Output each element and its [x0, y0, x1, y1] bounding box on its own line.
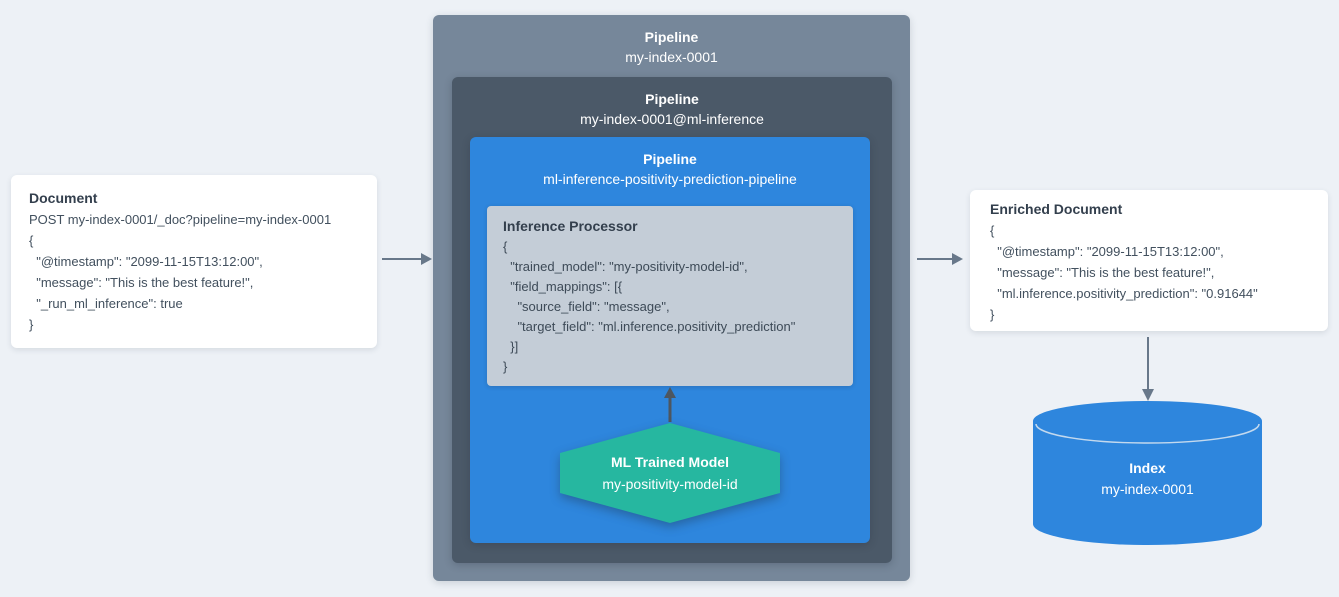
enriched-document-code: { "@timestamp": "2099-11-15T13:12:00", "… [990, 220, 1308, 325]
code-line: "target_field": "ml.inference.positivity… [503, 319, 796, 334]
code-line: } [29, 317, 34, 332]
code-line: "@timestamp": "2099-11-15T13:12:00", [990, 244, 1224, 259]
ml-trained-model-title: ML Trained Model [611, 454, 729, 470]
enriched-document-card: Enriched Document { "@timestamp": "2099-… [970, 190, 1328, 331]
pipeline-positivity-title: Pipeline [643, 151, 697, 167]
code-line: "_run_ml_inference": true [29, 296, 183, 311]
code-line: "@timestamp": "2099-11-15T13:12:00", [29, 254, 263, 269]
code-line: "trained_model": "my-positivity-model-id… [503, 259, 748, 274]
arrow-right-icon [382, 253, 432, 265]
database-cylinder-icon [1033, 401, 1262, 545]
ml-trained-model-hexagon: ML Trained Model my-positivity-model-id [560, 423, 780, 523]
code-line: "source_field": "message", [503, 299, 670, 314]
pipeline-positivity-header: Pipeline ml-inference-positivity-predict… [470, 137, 870, 189]
inference-processor-box: Inference Processor { "trained_model": "… [487, 206, 853, 386]
document-card-code: POST my-index-0001/_doc?pipeline=my-inde… [29, 209, 359, 335]
pipeline-ml-inference-title: Pipeline [645, 91, 699, 107]
pipeline-ml-inference-header: Pipeline my-index-0001@ml-inference [452, 77, 892, 129]
code-line: }] [503, 339, 519, 354]
code-line: { [990, 223, 995, 238]
arrow-right-icon [917, 253, 963, 265]
code-line: "message": "This is the best feature!", [29, 275, 254, 290]
inference-processor-title: Inference Processor [503, 218, 638, 234]
code-line: { [29, 233, 34, 248]
ml-trained-model-name: my-positivity-model-id [602, 476, 738, 492]
arrow-down-icon [1142, 337, 1154, 401]
code-line: } [503, 359, 508, 374]
arrow-up-icon [664, 387, 676, 422]
pipeline-positivity-name: ml-inference-positivity-prediction-pipel… [543, 171, 797, 187]
index-cylinder-label: Index my-index-0001 [1033, 458, 1262, 500]
index-title: Index [1129, 460, 1166, 476]
code-line: { [503, 239, 508, 254]
index-cylinder: Index my-index-0001 [1033, 400, 1262, 546]
pipeline-ml-inference-name: my-index-0001@ml-inference [580, 111, 764, 127]
index-name: my-index-0001 [1101, 481, 1194, 497]
code-line: "field_mappings": [{ [503, 279, 623, 294]
pipeline-outer-box: Pipeline my-index-0001 Pipeline my-index… [433, 15, 910, 581]
pipeline-outer-title: Pipeline [644, 29, 699, 45]
code-line: } [990, 307, 995, 322]
pipeline-outer-header: Pipeline my-index-0001 [433, 15, 910, 67]
code-line: "ml.inference.positivity_prediction": "0… [990, 286, 1258, 301]
pipeline-ml-inference-box: Pipeline my-index-0001@ml-inference Pipe… [452, 77, 892, 563]
pipeline-positivity-box: Pipeline ml-inference-positivity-predict… [470, 137, 870, 543]
hexagon-shape: ML Trained Model my-positivity-model-id [560, 423, 780, 523]
code-line: "message": "This is the best feature!", [990, 265, 1215, 280]
document-card-title: Document [29, 190, 98, 206]
enriched-document-title: Enriched Document [990, 201, 1123, 217]
pipeline-outer-name: my-index-0001 [625, 49, 718, 65]
inference-processor-code: { "trained_model": "my-positivity-model-… [503, 237, 837, 377]
code-line: POST my-index-0001/_doc?pipeline=my-inde… [29, 212, 332, 227]
document-card: Document POST my-index-0001/_doc?pipelin… [11, 175, 377, 348]
